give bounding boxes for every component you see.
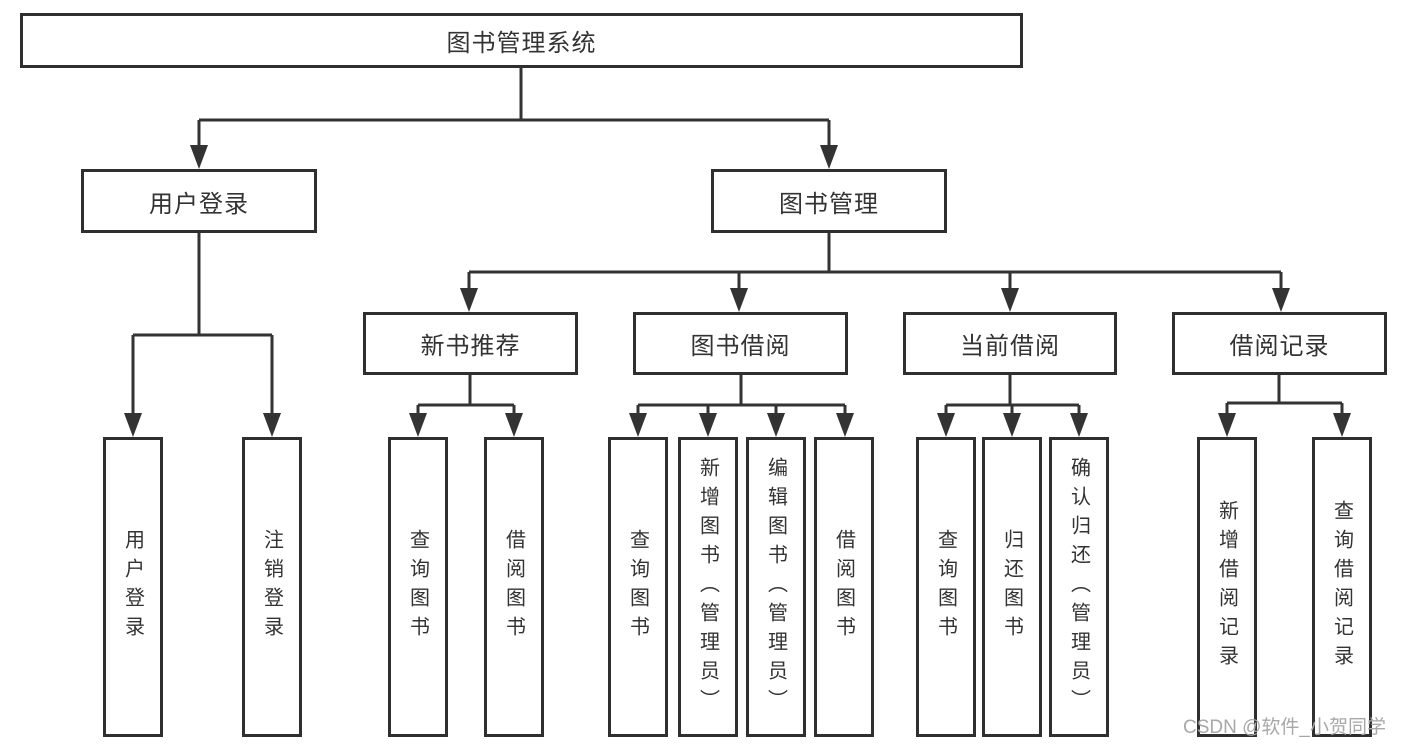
leaf-confirm-return-admin: 确认归还（管理员）: [1049, 437, 1109, 737]
leaf-borrow-books-newbook: 借阅图书: [484, 437, 544, 737]
leaf-return-book-label: 归还图书: [1000, 529, 1023, 645]
node-new-book-recommend: 新书推荐: [363, 312, 578, 375]
leaf-return-book: 归还图书: [982, 437, 1042, 737]
node-user-login: 用户登录: [81, 169, 317, 233]
leaf-logout: 注销登录: [242, 437, 302, 737]
leaf-query-borrow-record: 查询借阅记录: [1312, 437, 1372, 737]
leaf-add-book-admin: 新增图书（管理员）: [678, 437, 738, 737]
leaf-query-borrow-record-label: 查询借阅记录: [1330, 500, 1353, 674]
leaf-query-books-current: 查询图书: [916, 437, 976, 737]
leaf-query-books-borrow-label: 查询图书: [626, 529, 649, 645]
leaf-edit-book-admin: 编辑图书（管理员）: [746, 437, 806, 737]
leaf-logout-label: 注销登录: [260, 529, 283, 645]
leaf-query-books-newbook-label: 查询图书: [406, 529, 429, 645]
leaf-borrow-books-newbook-label: 借阅图书: [502, 529, 525, 645]
leaf-query-books-newbook: 查询图书: [388, 437, 448, 737]
leaf-query-books-borrow: 查询图书: [608, 437, 668, 737]
leaf-borrow-books-borrow-label: 借阅图书: [832, 529, 855, 645]
leaf-add-borrow-record-label: 新增借阅记录: [1215, 500, 1238, 674]
leaf-user-login-label: 用户登录: [121, 529, 144, 645]
csdn-watermark: CSDN @软件_小贺同学: [1183, 717, 1386, 738]
leaf-query-books-current-label: 查询图书: [934, 529, 957, 645]
leaf-edit-book-admin-label: 编辑图书（管理员）: [764, 456, 787, 718]
leaf-confirm-return-admin-label: 确认归还（管理员）: [1067, 456, 1090, 718]
node-current-borrow: 当前借阅: [903, 312, 1117, 375]
node-book-borrow: 图书借阅: [633, 312, 848, 375]
leaf-borrow-books-borrow: 借阅图书: [814, 437, 874, 737]
node-borrow-records: 借阅记录: [1172, 312, 1387, 375]
leaf-user-login: 用户登录: [103, 437, 163, 737]
node-root: 图书管理系统: [20, 13, 1023, 68]
leaf-add-borrow-record: 新增借阅记录: [1197, 437, 1257, 737]
leaf-add-book-admin-label: 新增图书（管理员）: [696, 456, 719, 718]
node-book-management: 图书管理: [711, 169, 947, 233]
